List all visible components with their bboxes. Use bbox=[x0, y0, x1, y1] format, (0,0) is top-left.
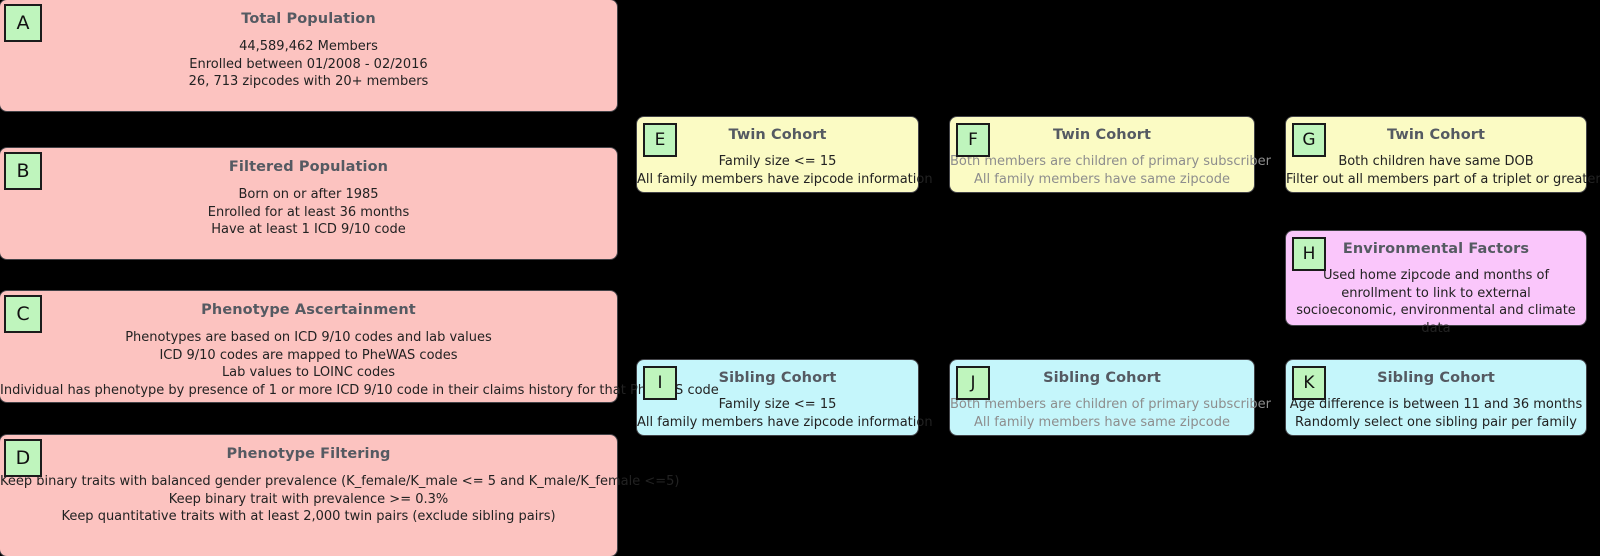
panel-line: Have at least 1 ICD 9/10 code bbox=[211, 222, 406, 237]
panel-i-sibling-cohort[interactable]: I Sibling Cohort Family size <= 15 All f… bbox=[637, 360, 933, 435]
panel-line: ICD 9/10 codes are mapped to PheWAS code… bbox=[159, 347, 458, 363]
panel-title-c: Phenotype Ascertainment bbox=[201, 302, 416, 318]
panel-line: Keep quantitative traits with at least 2… bbox=[61, 509, 556, 524]
panel-title-h: Environmental Factors bbox=[1342, 241, 1530, 257]
panel-line: All family members have zipcode informat… bbox=[637, 171, 933, 187]
panel-line: All family members have zipcode informat… bbox=[637, 414, 933, 430]
panel-badge-h: H bbox=[1292, 237, 1326, 271]
panel-title-d: Phenotype Filtering bbox=[226, 446, 391, 462]
panel-b-filtered-population[interactable]: B Filtered Population Born on or after 1… bbox=[0, 148, 617, 259]
panel-body-k: Age difference is between 11 and 36 mont… bbox=[1286, 396, 1586, 431]
panel-line: Family size <= 15 bbox=[718, 154, 837, 169]
panel-line: All family members have same zipcode bbox=[974, 171, 1230, 187]
panel-title-a: Total Population bbox=[241, 11, 376, 27]
panel-line: Family size <= 15 bbox=[718, 397, 837, 412]
panel-line: Keep binary trait with prevalence >= 0.3… bbox=[168, 491, 449, 507]
panel-line: All family members have same zipcode bbox=[974, 414, 1230, 430]
panel-body-i: Family size <= 15 All family members hav… bbox=[637, 396, 933, 431]
panel-f-twin-cohort[interactable]: F Twin Cohort Both members are children … bbox=[950, 117, 1272, 192]
panel-c-phenotype-ascertainment[interactable]: C Phenotype Ascertainment Phenotypes are… bbox=[0, 291, 719, 402]
panel-line: Born on or after 1985 bbox=[238, 187, 379, 202]
panel-line: Enrolled for at least 36 months bbox=[207, 204, 410, 220]
panel-badge-g: G bbox=[1292, 123, 1326, 157]
panel-line: Lab values to LOINC codes bbox=[221, 365, 396, 380]
panel-a-total-population[interactable]: A Total Population 44,589,462 Members En… bbox=[0, 0, 617, 111]
panel-d-phenotype-filtering[interactable]: D Phenotype Filtering Keep binary traits… bbox=[0, 435, 680, 556]
panel-badge-d: D bbox=[4, 439, 42, 477]
panel-badge-k: K bbox=[1292, 366, 1326, 400]
panel-body-b: Born on or after 1985 Enrolled for at le… bbox=[0, 186, 617, 239]
panel-h-environmental-factors[interactable]: H Environmental Factors Used home zipcod… bbox=[1286, 231, 1586, 336]
panel-badge-c: C bbox=[4, 295, 42, 333]
panel-line: Randomly select one sibling pair per fam… bbox=[1295, 414, 1577, 430]
panel-j-sibling-cohort[interactable]: J Sibling Cohort Both members are childr… bbox=[950, 360, 1272, 435]
panel-body-h: Used home zipcode and months of enrollme… bbox=[1296, 268, 1576, 336]
panel-line: Keep binary traits with balanced gender … bbox=[0, 474, 680, 489]
panel-line: Both children have same DOB bbox=[1338, 154, 1534, 169]
panel-badge-i: I bbox=[643, 366, 677, 400]
panel-k-sibling-cohort[interactable]: K Sibling Cohort Age difference is betwe… bbox=[1286, 360, 1586, 435]
panel-line: Individual has phenotype by presence of … bbox=[0, 382, 719, 398]
panel-body-g: Both children have same DOB Filter out a… bbox=[1286, 153, 1600, 188]
panel-badge-j: J bbox=[956, 366, 990, 400]
panel-title-i: Sibling Cohort bbox=[718, 370, 837, 386]
panel-body-c: Phenotypes are based on ICD 9/10 codes a… bbox=[0, 329, 719, 399]
panel-line: Both members are children of primary sub… bbox=[950, 397, 1272, 412]
panel-line: Age difference is between 11 and 36 mont… bbox=[1289, 397, 1583, 412]
panel-title-e: Twin Cohort bbox=[728, 127, 827, 143]
panel-line: 44,589,462 Members bbox=[239, 39, 378, 54]
panel-body-d: Keep binary traits with balanced gender … bbox=[0, 473, 680, 526]
panel-line: 26, 713 zipcodes with 20+ members bbox=[188, 74, 429, 89]
panel-badge-b: B bbox=[4, 152, 42, 190]
panel-title-k: Sibling Cohort bbox=[1377, 370, 1495, 386]
panel-e-twin-cohort[interactable]: E Twin Cohort Family size <= 15 All fami… bbox=[637, 117, 933, 192]
panel-body-e: Family size <= 15 All family members hav… bbox=[637, 153, 933, 188]
panel-line: Both members are children of primary sub… bbox=[950, 154, 1272, 169]
panel-title-b: Filtered Population bbox=[228, 159, 389, 175]
panel-body-f: Both members are children of primary sub… bbox=[950, 153, 1272, 188]
panel-body-a: 44,589,462 Members Enrolled between 01/2… bbox=[0, 38, 617, 91]
panel-title-g: Twin Cohort bbox=[1386, 127, 1486, 143]
panel-line: Phenotypes are based on ICD 9/10 codes a… bbox=[125, 330, 492, 345]
panel-g-twin-cohort[interactable]: G Twin Cohort Both children have same DO… bbox=[1286, 117, 1600, 192]
panel-line: Filter out all members part of a triplet… bbox=[1286, 171, 1600, 187]
panel-badge-e: E bbox=[643, 123, 677, 157]
panel-line: Enrolled between 01/2008 - 02/2016 bbox=[189, 56, 428, 72]
panel-title-f: Twin Cohort bbox=[1052, 127, 1152, 143]
panel-body-j: Both members are children of primary sub… bbox=[950, 396, 1272, 431]
panel-badge-f: F bbox=[956, 123, 990, 157]
panel-badge-a: A bbox=[4, 4, 42, 42]
panel-title-j: Sibling Cohort bbox=[1043, 370, 1161, 386]
